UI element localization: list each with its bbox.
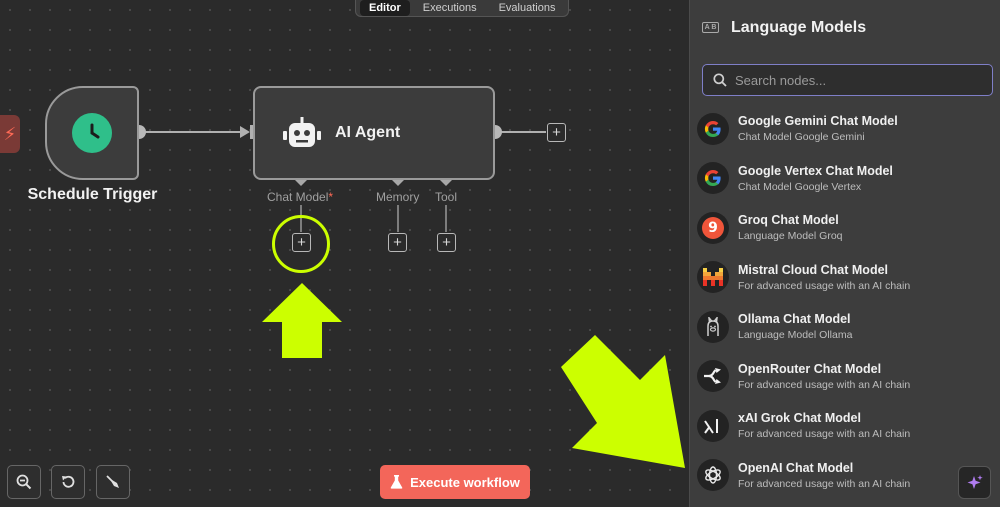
item-subtitle: Chat Model Google Vertex — [738, 180, 862, 193]
undo-icon — [62, 475, 75, 488]
brush-icon — [106, 475, 119, 488]
add-next-node-button[interactable]: + — [547, 123, 566, 142]
list-item-xai-grok[interactable]: xAI Grok Chat Model For advanced usage w… — [690, 401, 1000, 451]
item-title: xAI Grok Chat Model — [738, 411, 861, 426]
xai-icon — [697, 409, 729, 442]
list-item-openrouter[interactable]: OpenRouter Chat Model For advanced usage… — [690, 352, 1000, 402]
item-title: OpenRouter Chat Model — [738, 361, 882, 376]
panel-title: Language Models — [731, 18, 867, 36]
canvas-connections — [132, 125, 546, 232]
schedule-trigger-node[interactable] — [45, 86, 139, 180]
list-item-google-vertex[interactable]: Google Vertex Chat Model Chat Model Goog… — [690, 154, 1000, 204]
google-icon — [697, 162, 729, 195]
highlight-circle — [272, 215, 330, 273]
item-title: Ollama Chat Model — [738, 312, 851, 327]
mistral-icon — [697, 261, 729, 294]
list-item-mistral[interactable]: Mistral Cloud Chat Model For advanced us… — [690, 253, 1000, 303]
list-item-google-gemini[interactable]: Google Gemini Chat Model Chat Model Goog… — [690, 104, 1000, 154]
list-item-openai[interactable]: OpenAI Chat Model For advanced usage wit… — [690, 451, 1000, 501]
item-title: OpenAI Chat Model — [738, 460, 854, 475]
search-icon — [713, 73, 727, 87]
item-subtitle: For advanced usage with an AI chain — [738, 477, 911, 490]
panel-header: A B Language Models — [690, 0, 1000, 55]
search-box — [702, 64, 993, 96]
view-tabs: Editor Executions Evaluations — [355, 0, 570, 17]
item-subtitle: For advanced usage with an AI chain — [738, 428, 911, 441]
item-subtitle: For advanced usage with an AI chain — [738, 378, 911, 391]
clock-icon — [72, 113, 112, 153]
execute-workflow-label: Execute workflow — [410, 474, 520, 490]
flask-icon — [390, 475, 403, 489]
add-chat-model-button[interactable]: + — [292, 233, 311, 252]
tidy-up-button[interactable] — [96, 465, 130, 499]
item-title: Google Vertex Chat Model — [738, 163, 893, 178]
execute-workflow-button[interactable]: Execute workflow — [380, 465, 530, 499]
sparkle-icon — [967, 474, 983, 489]
model-list: Google Gemini Chat Model Chat Model Goog… — [690, 104, 1000, 500]
add-tool-button[interactable]: + — [437, 233, 456, 252]
item-subtitle: Language Model Ollama — [738, 329, 853, 342]
list-item-ollama[interactable]: Ollama Chat Model Language Model Ollama — [690, 302, 1000, 352]
item-subtitle: Chat Model Google Gemini — [738, 131, 865, 144]
chat-model-port-label: Chat Model* — [267, 190, 334, 204]
tool-port-label: Tool — [435, 190, 458, 204]
item-subtitle: For advanced usage with an AI chain — [738, 279, 911, 292]
openrouter-icon — [697, 360, 729, 393]
add-memory-button[interactable]: + — [388, 233, 407, 252]
item-title: Google Gemini Chat Model — [738, 114, 898, 129]
search-input[interactable] — [735, 72, 975, 88]
language-model-icon: A B — [702, 22, 719, 33]
reset-view-button[interactable] — [51, 465, 85, 499]
robot-icon — [283, 117, 321, 147]
tab-editor[interactable]: Editor — [360, 0, 410, 16]
ai-assistant-button[interactable] — [958, 466, 991, 499]
groq-icon: 9 — [697, 211, 729, 244]
trigger-node-label: Schedule Trigger — [27, 186, 158, 203]
ai-agent-node[interactable]: AI Agent — [253, 86, 495, 180]
openai-icon — [697, 459, 729, 492]
tab-executions[interactable]: Executions — [422, 2, 477, 14]
agent-node-label: AI Agent — [335, 124, 401, 141]
list-item-groq[interactable]: 9 Groq Chat Model Language Model Groq — [690, 203, 1000, 253]
tab-evaluations[interactable]: Evaluations — [498, 2, 556, 14]
zoom-out-button[interactable] — [7, 465, 41, 499]
google-icon — [697, 112, 729, 145]
item-subtitle: Language Model Groq — [738, 230, 843, 243]
zoom-out-icon — [16, 474, 32, 490]
memory-port-label: Memory — [376, 190, 420, 204]
ollama-icon — [697, 310, 729, 343]
item-title: Groq Chat Model — [738, 213, 839, 228]
item-title: Mistral Cloud Chat Model — [738, 262, 888, 277]
node-creator-panel: A B Language Models Google Gemini Chat M… — [689, 0, 1000, 507]
lightning-icon[interactable]: ⚡ — [0, 115, 20, 153]
